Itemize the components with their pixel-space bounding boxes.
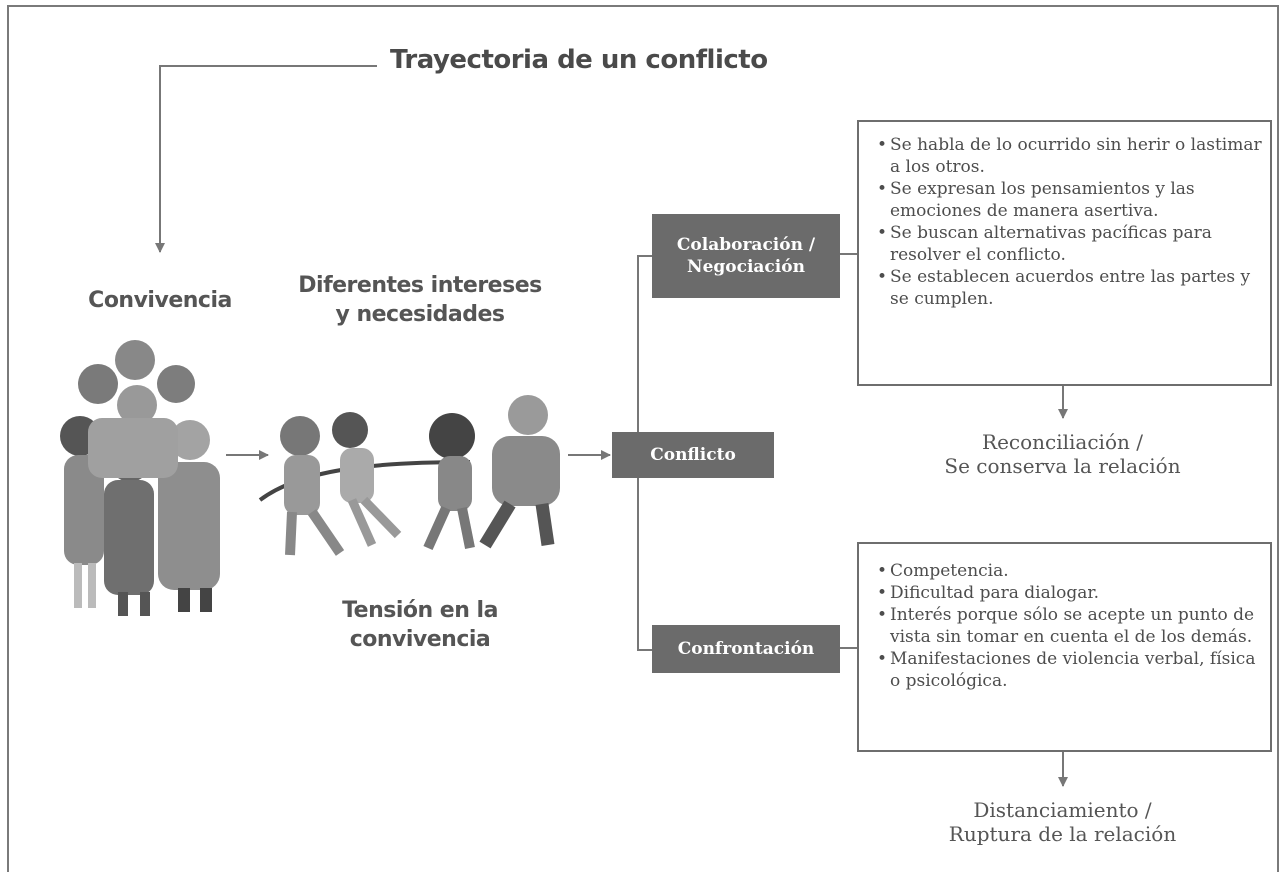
list-item: Competencia.	[877, 560, 1262, 582]
title-connector	[155, 65, 377, 253]
stage-intereses-line-1: Diferentes intereses	[298, 273, 542, 298]
outcome-distanciamiento-line-1: Distanciamiento /	[973, 798, 1152, 822]
list-item: Se establecen acuerdos entre las partes …	[877, 266, 1262, 310]
stage-tension-line-1: Tensión en la	[342, 598, 498, 623]
confrontacion-list: Competencia.Dificultad para dialogar.Int…	[857, 542, 1272, 752]
node-colaboracion-line-2: Negociación	[687, 257, 805, 277]
outcome-reconciliacion-line-1: Reconciliación /	[982, 430, 1143, 454]
node-conflicto: Conflicto	[612, 432, 774, 478]
list-item: Se expresan los pensamientos y las emoci…	[877, 178, 1262, 222]
outer-frame	[7, 5, 1279, 872]
node-colaboracion: Colaboración / Negociación	[652, 214, 840, 298]
node-colaboracion-line-1: Colaboración /	[676, 235, 816, 255]
list-item: Se habla de lo ocurrido sin herir o last…	[877, 134, 1262, 178]
outcome-distanciamiento-line-2: Ruptura de la relación	[948, 822, 1177, 846]
stage-tension: Tensión en la convivencia	[300, 596, 540, 654]
list-item: Se buscan alternativas pacíficas para re…	[877, 222, 1262, 266]
diagram-title: Trayectoria de un conflicto	[390, 45, 768, 75]
list-item: Manifestaciones de violencia verbal, fís…	[877, 648, 1262, 692]
stage-intereses: Diferentes intereses y necesidades	[270, 271, 570, 329]
tug-of-war-illustration	[258, 395, 560, 556]
colaboracion-list: Se habla de lo ocurrido sin herir o last…	[857, 120, 1272, 386]
outcome-reconciliacion: Reconciliación / Se conserva la relación	[890, 430, 1235, 478]
list-item: Interés porque sólo se acepte un punto d…	[877, 604, 1262, 648]
stage-convivencia: Convivencia	[88, 288, 232, 313]
people-group-illustration	[60, 340, 220, 616]
outcome-distanciamiento: Distanciamiento / Ruptura de la relación	[890, 798, 1235, 846]
outcome-reconciliacion-line-2: Se conserva la relación	[944, 454, 1181, 478]
stage-tension-line-2: convivencia	[349, 627, 491, 652]
list-item: Dificultad para dialogar.	[877, 582, 1262, 604]
node-confrontacion: Confrontación	[652, 625, 840, 673]
stage-intereses-line-2: y necesidades	[335, 302, 505, 327]
